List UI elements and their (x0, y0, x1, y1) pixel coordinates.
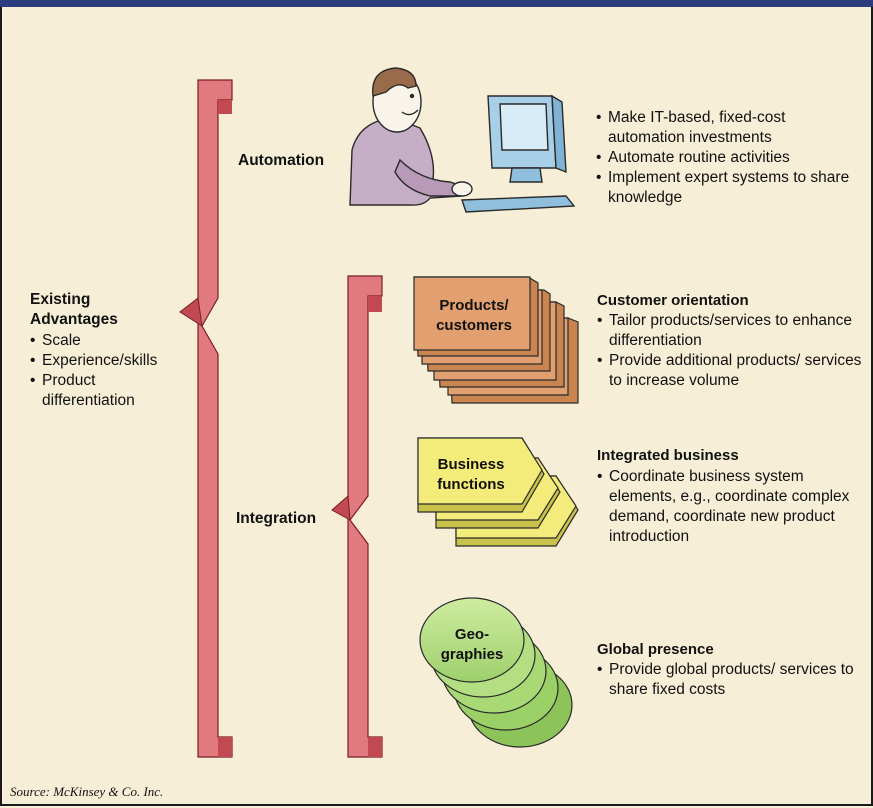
global-presence-bullets: Provide global products/ services to sha… (597, 660, 865, 700)
list-item: Scale (30, 331, 190, 351)
customer-orientation-bullets: Tailor products/services to enhance diff… (597, 311, 865, 391)
list-item: Implement expert systems to share knowle… (596, 168, 864, 208)
integration-label: Integration (236, 510, 317, 527)
automation-label: Automation (238, 152, 325, 169)
automation-bullets: Make IT-based, fixed-cost automation inv… (596, 108, 864, 208)
list-item: Coordinate business system elements, e.g… (597, 467, 865, 547)
geographies-label: Geo- graphies (440, 626, 504, 663)
source-note: Source: McKinsey & Co. Inc. (10, 784, 164, 799)
existing-advantages-title: Existing Advantages (30, 291, 118, 328)
top-bar (0, 0, 873, 7)
integrated-business-heading: Integrated business (597, 447, 739, 464)
list-item: Provide global products/ services to sha… (597, 660, 865, 700)
business-functions-label: Business functions (437, 456, 505, 493)
list-item: Provide additional products/ services to… (597, 351, 865, 391)
figure-frame (0, 7, 873, 806)
geographies-stack (419, 597, 573, 748)
integration-bracket (331, 275, 383, 758)
left-bracket (179, 79, 233, 758)
products-customers-label: Products/ customers (436, 297, 512, 334)
global-presence-heading: Global presence (597, 641, 714, 658)
list-item: Product differentiation (30, 371, 152, 411)
list-item: Make IT-based, fixed-cost automation inv… (596, 108, 864, 148)
list-item: Automate routine activities (596, 148, 864, 168)
business-functions-stack (417, 437, 579, 547)
products-customers-stack (413, 276, 579, 404)
integrated-business-bullets: Coordinate business system elements, e.g… (597, 467, 865, 547)
list-item: Experience/skills (30, 351, 190, 371)
existing-advantages-list: Scale Experience/skills Product differen… (30, 331, 190, 411)
person-at-computer-icon (349, 67, 576, 213)
list-item: Tailor products/services to enhance diff… (597, 311, 865, 351)
customer-orientation-heading: Customer orientation (597, 292, 749, 309)
